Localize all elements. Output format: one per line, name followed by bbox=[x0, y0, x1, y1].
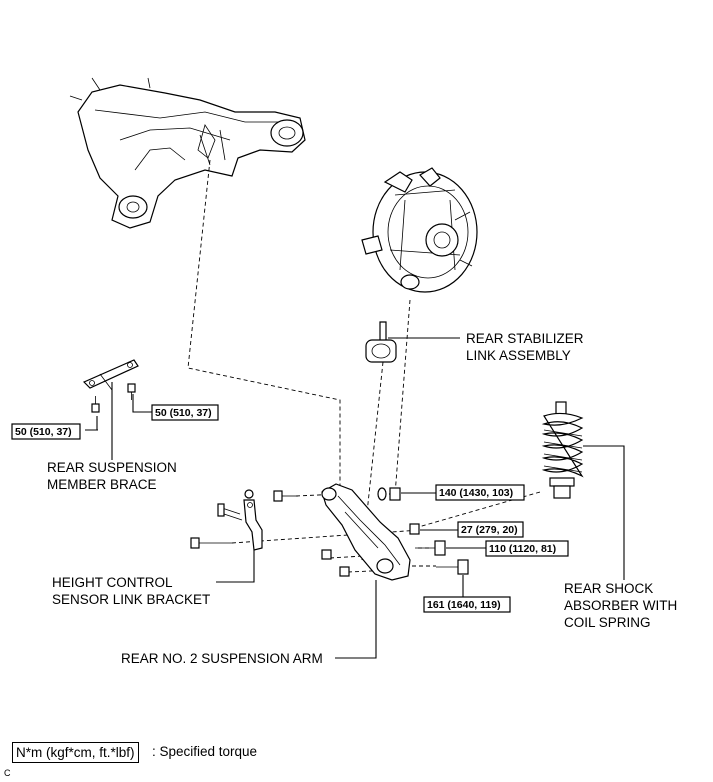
figure-code: C bbox=[4, 768, 11, 778]
torque-arm-bolt-low: 161 (1640, 119) bbox=[427, 599, 501, 611]
rear-axle-carrier-drawing bbox=[361, 167, 478, 293]
height-control-label-2: SENSOR LINK BRACKET bbox=[52, 592, 210, 607]
torque-box-shock-nut bbox=[457, 521, 524, 538]
stabilizer-link-label-1: REAR STABILIZER bbox=[466, 331, 584, 346]
torque-arm-bolt-mid: 110 (1120, 81) bbox=[489, 543, 556, 555]
rear-shock-absorber-drawing bbox=[541, 401, 625, 580]
brace-label-1: REAR SUSPENSION bbox=[47, 460, 177, 475]
shock-label-2: ABSORBER WITH bbox=[564, 598, 677, 613]
rear-no2-suspension-arm-drawing bbox=[321, 483, 411, 659]
height-control-bracket-drawing bbox=[216, 489, 263, 583]
shock-label-3: COIL SPRING bbox=[564, 615, 651, 630]
torque-unit-legend-box: N*m (kgf*cm, ft.*lbf) bbox=[12, 742, 139, 763]
rear-stabilizer-link-drawing bbox=[365, 321, 460, 363]
rear-suspension-brace-drawing bbox=[82, 359, 152, 460]
brace-label-2: MEMBER BRACE bbox=[47, 477, 157, 492]
torque-box-brace-right bbox=[151, 404, 219, 421]
rear-suspension-member-drawing bbox=[69, 77, 306, 229]
stabilizer-link-label-2: LINK ASSEMBLY bbox=[466, 348, 571, 363]
torque-box-arm-bolt-low bbox=[423, 596, 511, 613]
torque-brace-right: 50 (510, 37) bbox=[155, 407, 212, 419]
torque-box-brace-left bbox=[11, 423, 81, 440]
fasteners bbox=[190, 487, 486, 597]
torque-box-arm-bolt-mid bbox=[485, 540, 569, 557]
arm-label: REAR NO. 2 SUSPENSION ARM bbox=[121, 651, 323, 666]
torque-brace-left: 50 (510, 37) bbox=[15, 426, 72, 438]
torque-legend-description: : Specified torque bbox=[152, 744, 258, 759]
torque-shock-nut: 27 (279, 20) bbox=[461, 524, 518, 536]
torque-box-arm-nut bbox=[435, 484, 525, 501]
height-control-label-1: HEIGHT CONTROL bbox=[52, 575, 173, 590]
shock-label-1: REAR SHOCK bbox=[564, 581, 653, 596]
torque-arm-nut: 140 (1430, 103) bbox=[439, 487, 513, 499]
